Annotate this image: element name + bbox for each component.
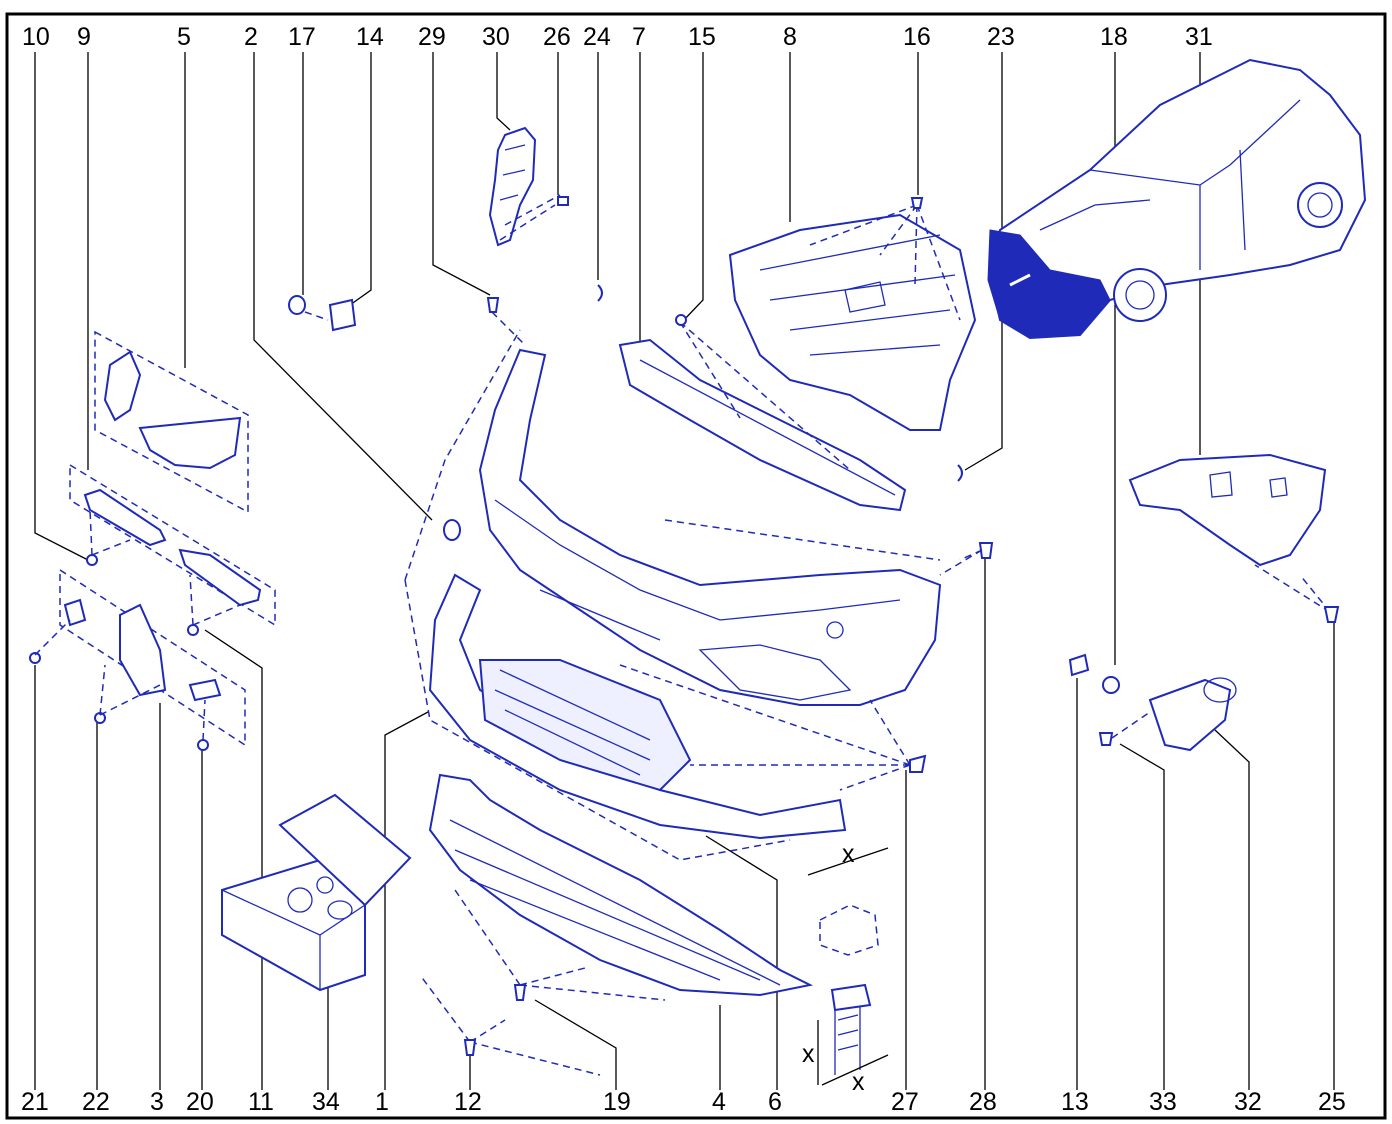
part-8-shroud [728,197,977,431]
label-30: 30 [482,23,510,51]
top-labels: 10 9 5 2 17 14 29 30 26 24 7 15 8 16 23 … [22,23,1213,51]
part-5-covers [94,330,249,514]
part-9-3-brackets [29,463,276,751]
label-29: 29 [418,23,446,51]
part-7-beam [618,314,907,512]
dimension-x-side: x [802,1040,815,1068]
part-31-bracket [1128,453,1340,623]
label-22: 22 [82,1088,110,1116]
label-27: 27 [891,1088,919,1116]
label-18: 18 [1100,23,1128,51]
frame [5,12,1387,1120]
label-1: 1 [375,1088,389,1116]
label-7: 7 [632,23,646,51]
label-5: 5 [177,23,191,51]
part-13-18-33-32 [1068,653,1237,752]
label-33: 33 [1149,1088,1177,1116]
car-illustration [987,58,1367,340]
label-12: 12 [454,1088,482,1116]
label-32: 32 [1234,1088,1262,1116]
dimension-x-top: x [842,840,855,868]
label-10: 10 [22,23,50,51]
label-4: 4 [712,1088,726,1116]
dimension-x-bottom: x [852,1068,865,1096]
label-28: 28 [969,1088,997,1116]
part-1-bumper [478,348,942,706]
label-17: 17 [288,23,316,51]
label-25: 25 [1318,1088,1346,1116]
part-29-pin [486,297,526,346]
part-30-bracket [488,126,569,247]
label-20: 20 [186,1088,214,1116]
fasteners-27-28-2 [443,519,994,791]
label-3: 3 [150,1088,164,1116]
label-13: 13 [1061,1088,1089,1116]
label-16: 16 [903,23,931,51]
label-19: 19 [603,1088,631,1116]
label-31: 31 [1185,23,1213,51]
label-21: 21 [21,1088,49,1116]
label-8: 8 [783,23,797,51]
label-2: 2 [244,23,258,51]
label-23: 23 [987,23,1015,51]
dimension-detail: x x x [802,840,889,1096]
bottom-labels: 21 22 3 20 11 34 1 12 19 4 6 27 28 13 33… [21,1088,1346,1116]
label-34: 34 [312,1088,340,1116]
part-17-14 [288,295,357,332]
label-6: 6 [768,1088,782,1116]
part-6-grille [404,329,941,861]
label-15: 15 [688,23,716,51]
part-4-undertray [419,773,814,1076]
clip-24 [597,284,603,302]
label-24: 24 [583,23,611,51]
label-11: 11 [248,1088,274,1116]
label-14: 14 [356,23,384,51]
part-34-box [221,793,412,992]
clip-23 [957,464,963,482]
label-26: 26 [543,23,571,51]
label-9: 9 [77,23,91,51]
